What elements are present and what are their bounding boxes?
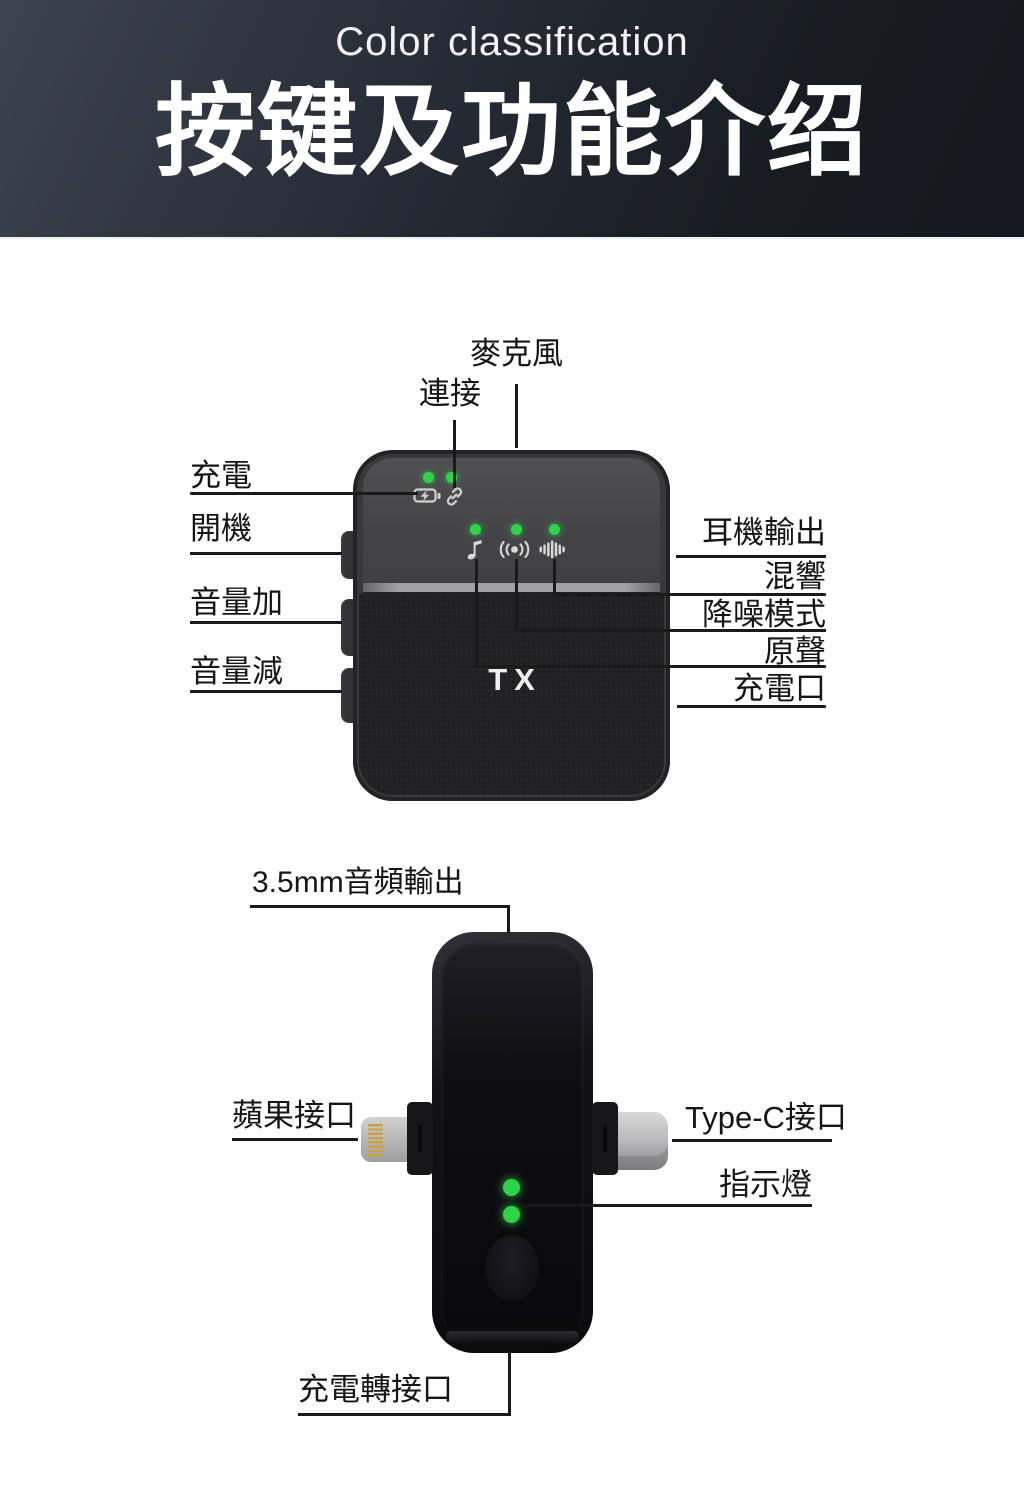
tx-leather-panel xyxy=(359,592,664,795)
type-c-connector xyxy=(611,1112,668,1170)
rx-indicator-led-2 xyxy=(503,1206,520,1223)
line-reverb-v xyxy=(553,559,556,596)
line-35mm-audio-v xyxy=(507,905,510,933)
line-original-sound-h xyxy=(475,665,826,668)
line-headphone-output xyxy=(676,555,826,558)
header-subtitle: Color classification xyxy=(335,20,689,64)
line-microphone xyxy=(515,384,518,448)
line-charging-port xyxy=(677,705,826,708)
line-charging xyxy=(190,492,418,495)
tx-accent-band xyxy=(363,583,660,592)
callout-charging-adapter-port: 充電轉接口 xyxy=(298,1372,453,1407)
callout-headphone-output: 耳機輸出 xyxy=(702,515,826,550)
tx-volume-up-button xyxy=(341,599,356,656)
callout-apple-port: 蘋果接口 xyxy=(232,1098,356,1133)
line-original-sound-v xyxy=(475,559,478,668)
line-type-c-port xyxy=(672,1139,832,1142)
line-noise-reduction-h xyxy=(515,629,826,632)
line-power xyxy=(190,552,342,555)
callout-reverb: 混響 xyxy=(764,559,826,594)
sound-wave-icon xyxy=(539,540,565,559)
lightning-pins xyxy=(368,1124,383,1157)
callout-connect: 連接 xyxy=(419,376,481,411)
reverb-icon xyxy=(499,541,530,558)
tx-top-panel xyxy=(363,458,660,584)
callout-type-c-port: Type-C接口 xyxy=(685,1100,847,1135)
tx-volume-down-button xyxy=(341,668,356,723)
rx-right-connector-mount xyxy=(592,1102,618,1175)
line-volume-down xyxy=(190,690,342,693)
tx-charging-led xyxy=(423,472,434,483)
rx-left-mount-slot xyxy=(418,1126,422,1152)
callout-original-sound: 原聲 xyxy=(764,634,826,669)
line-apple-port xyxy=(232,1138,358,1141)
line-35mm-audio-h xyxy=(250,905,510,908)
line-connect xyxy=(453,420,456,488)
lightning-connector xyxy=(361,1117,408,1162)
callout-indicator-light: 指示燈 xyxy=(719,1167,812,1202)
rx-right-mount-slot xyxy=(603,1126,607,1152)
callout-volume-up: 音量加 xyxy=(190,585,283,620)
music-note-icon xyxy=(467,540,482,560)
callout-charging-port: 充電口 xyxy=(733,671,826,706)
rx-bottom-sheen xyxy=(446,1331,579,1343)
callout-charging: 充電 xyxy=(190,458,252,493)
rx-receiver-device xyxy=(432,932,593,1353)
header-banner: Color classification 按键及功能介绍 xyxy=(0,0,1024,239)
tx-transmitter-device: TX xyxy=(353,450,670,801)
battery-charging-icon xyxy=(413,488,441,503)
line-charging-adapter-h xyxy=(298,1413,511,1416)
callout-volume-down: 音量減 xyxy=(190,654,283,689)
line-noise-reduction-v xyxy=(515,559,518,632)
tx-noise-reduction-led xyxy=(549,524,560,535)
tx-link-led xyxy=(446,472,457,483)
rx-indicator-led-1 xyxy=(503,1179,520,1196)
line-reverb-h xyxy=(553,593,826,596)
callout-noise-reduction: 降噪模式 xyxy=(702,597,826,632)
callout-35mm-audio-output: 3.5mm音頻輸出 xyxy=(252,866,464,899)
callout-power: 開機 xyxy=(190,511,252,546)
line-volume-up xyxy=(190,621,342,624)
tx-power-button xyxy=(341,531,356,579)
rx-function-button xyxy=(482,1232,542,1304)
rx-left-connector-mount xyxy=(407,1102,433,1175)
page-title: 按键及功能介绍 xyxy=(155,76,869,188)
callout-microphone: 麥克風 xyxy=(470,336,563,371)
line-charging-adapter-v xyxy=(508,1352,511,1416)
line-indicator-light xyxy=(527,1204,812,1207)
link-icon xyxy=(446,487,463,506)
tx-reverb-led xyxy=(511,524,522,535)
tx-original-sound-led xyxy=(470,524,481,535)
